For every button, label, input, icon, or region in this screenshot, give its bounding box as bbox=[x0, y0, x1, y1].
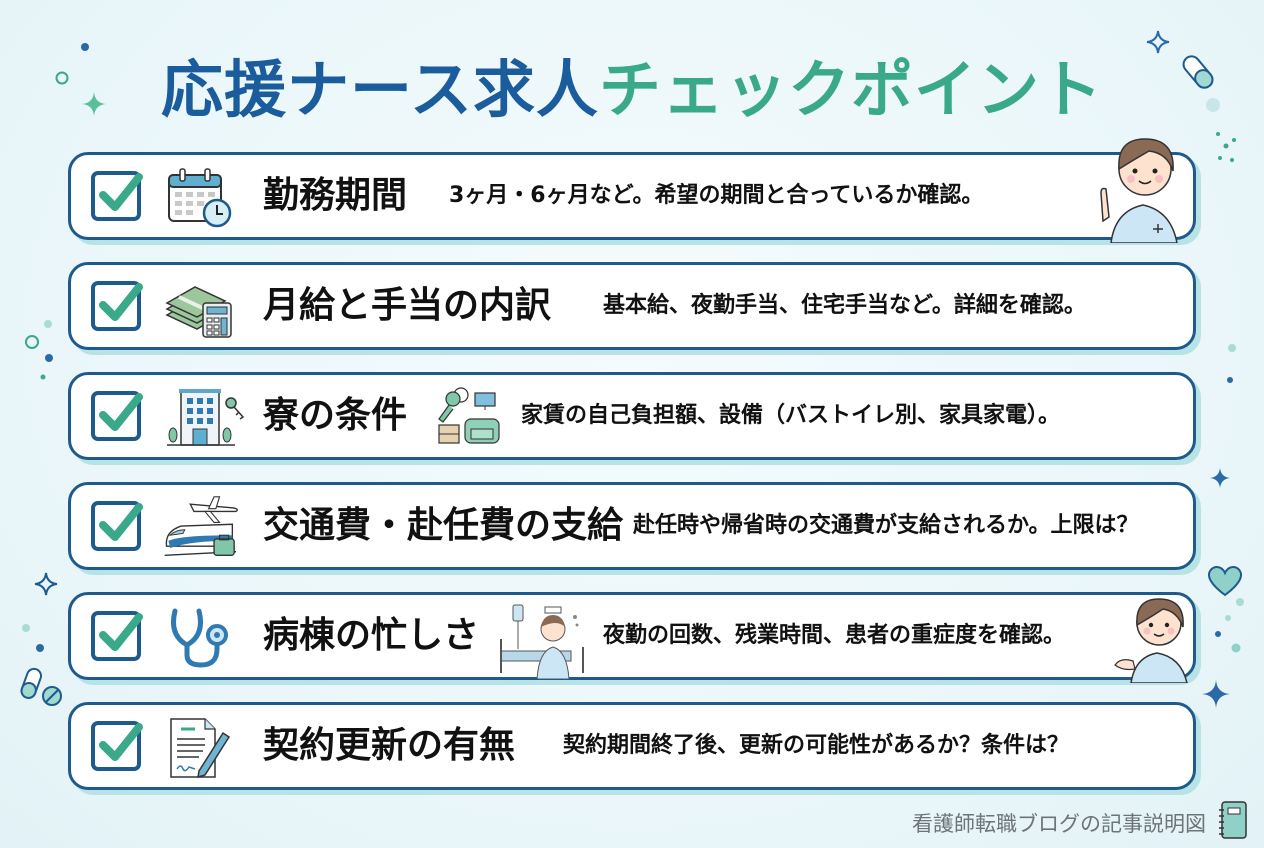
notebook-icon bbox=[1219, 801, 1247, 839]
busy-nurse-bed-illustration bbox=[500, 604, 584, 679]
building-key-icon bbox=[167, 389, 245, 446]
checkmark-icon bbox=[99, 393, 143, 431]
checkpoint-description: 契約期間終了後、更新の可能性があるか？条件は？ bbox=[563, 733, 1070, 758]
decorative-dot-icon bbox=[1227, 344, 1236, 383]
checkpoint-label: 月給と手当の内訳 bbox=[263, 285, 552, 326]
checkbox-checked[interactable] bbox=[91, 171, 143, 221]
decorative-dot-icon bbox=[1215, 598, 1244, 653]
contract-pen-icon bbox=[170, 718, 231, 779]
checkmark-icon bbox=[99, 613, 143, 651]
checkpoint-label: 契約更新の有無 bbox=[263, 725, 516, 766]
sparkle-icon bbox=[1146, 30, 1170, 54]
nurse-gesturing-illustration bbox=[1114, 598, 1188, 683]
checkbox-checked[interactable] bbox=[91, 501, 143, 551]
checkpoint-row-salary: 月給と手当の内訳 基本給、夜勤手当、住宅手当など。詳細を確認。 bbox=[68, 262, 1196, 350]
checkpoint-label: 病棟の忙しさ bbox=[263, 615, 480, 656]
decorative-dot-icon bbox=[1216, 132, 1236, 162]
plane-train-icon bbox=[164, 496, 238, 557]
sparkle-icon bbox=[82, 92, 106, 116]
checkbox-checked[interactable] bbox=[91, 611, 143, 661]
nurse-pointing-illustration bbox=[1100, 138, 1178, 243]
checkbox-checked[interactable] bbox=[91, 721, 143, 771]
sparkle-icon bbox=[34, 572, 58, 596]
checkpoint-label: 勤務期間 bbox=[263, 175, 408, 216]
sparkle-icon bbox=[1210, 468, 1230, 488]
checkmark-icon bbox=[99, 283, 143, 321]
footer-caption: 看護師転職ブログの記事説明図 bbox=[912, 812, 1206, 836]
page-title: 応援ナース求人チェックポイント bbox=[0, 48, 1264, 132]
sparkle-icon bbox=[1202, 680, 1230, 708]
checkpoint-label: 寮の条件 bbox=[263, 395, 408, 436]
money-calculator-icon bbox=[165, 286, 232, 338]
title-part1: 応援ナース求人 bbox=[161, 53, 599, 126]
checkpoint-label: 交通費・赴任費の支給 bbox=[263, 505, 624, 546]
heart-icon bbox=[1207, 566, 1243, 597]
pill-icon bbox=[20, 667, 62, 706]
checkpoint-description: 夜勤の回数、残業時間、患者の重症度を確認。 bbox=[603, 623, 1066, 648]
pill-icon bbox=[1182, 55, 1214, 89]
decorative-ring-icon bbox=[55, 71, 69, 85]
stethoscope-icon bbox=[171, 608, 228, 668]
decorative-dot-icon bbox=[1206, 98, 1220, 112]
checkmark-icon bbox=[99, 173, 143, 211]
checkbox-checked[interactable] bbox=[91, 281, 143, 331]
checkpoint-description: 赴任時や帰省時の交通費が支給されるか。上限は？ bbox=[633, 513, 1139, 538]
checkmark-icon bbox=[99, 503, 143, 541]
checkpoint-row-transport: 交通費・赴任費の支給 赴任時や帰省時の交通費が支給されるか。上限は？ bbox=[68, 482, 1196, 570]
checkmark-icon bbox=[99, 723, 143, 761]
checkpoint-row-dormitory: 寮の条件 家賃の自己負担額、設備（バストイレ別、家具家電）。 bbox=[68, 372, 1196, 460]
checkpoint-row-work-period: 勤務期間 3ヶ月・6ヶ月など。希望の期間と合っているか確認。 bbox=[68, 138, 1196, 243]
decorative-dot-icon bbox=[81, 43, 89, 51]
checkpoint-description: 家賃の自己負担額、設備（バストイレ別、家具家電）。 bbox=[521, 403, 1061, 428]
checkbox-checked[interactable] bbox=[91, 391, 143, 441]
checkpoint-description: 3ヶ月・6ヶ月など。希望の期間と合っているか確認。 bbox=[449, 183, 984, 208]
title-part2: チェックポイント bbox=[598, 53, 1103, 126]
key-furniture-icon bbox=[438, 387, 500, 444]
checkpoint-row-contract-renewal: 契約更新の有無 契約期間終了後、更新の可能性があるか？条件は？ bbox=[68, 702, 1196, 790]
calendar-clock-icon bbox=[168, 168, 232, 228]
decorative-dot-icon bbox=[25, 320, 53, 380]
decorative-dot-icon bbox=[22, 624, 44, 652]
checkpoint-row-ward-busyness: 病棟の忙しさ 夜勤の回数、残業時間、患者の重症度を確認。 bbox=[68, 592, 1196, 683]
checkpoint-description: 基本給、夜勤手当、住宅手当など。詳細を確認。 bbox=[603, 293, 1086, 318]
